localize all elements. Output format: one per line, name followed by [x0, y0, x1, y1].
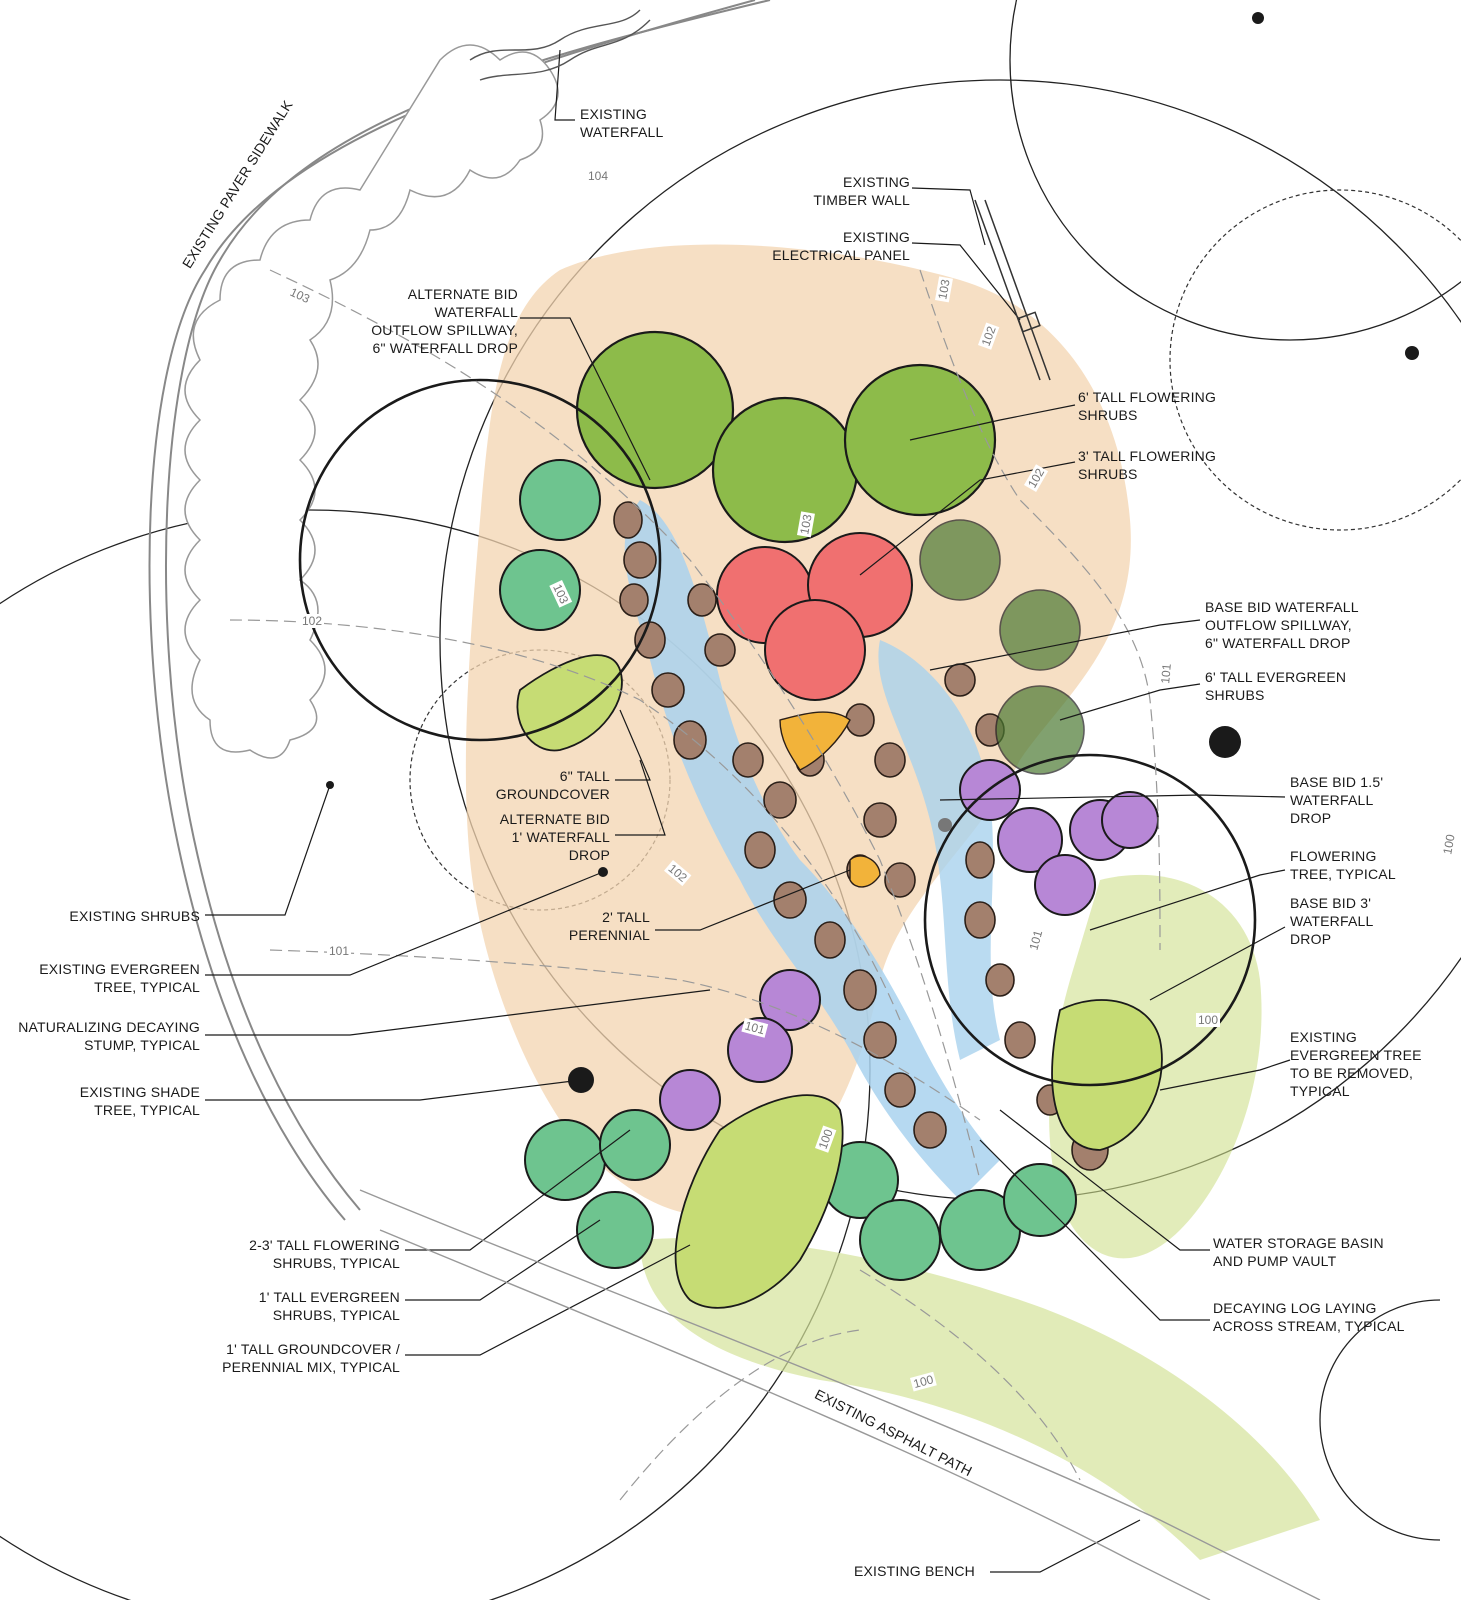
label-existing-electrical-panel: EXISTING ELECTRICAL PANEL: [772, 229, 910, 263]
label-base-bid-1-5-drop: BASE BID 1.5' WATERFALL DROP: [1290, 774, 1384, 826]
flowering-shrubs-3ft: [716, 532, 913, 701]
label-1ft-evergreen-shrubs: 1' TALL EVERGREEN SHRUBS, TYPICAL: [258, 1289, 400, 1323]
contour-label-100: 100: [1196, 1013, 1221, 1027]
label-alternate-bid-1-drop: ALTERNATE BID 1' WATERFALL DROP: [499, 811, 610, 863]
label-6in-groundcover: 6" TALL GROUNDCOVER: [495, 768, 610, 802]
label-existing-timber-wall: EXISTING TIMBER WALL: [813, 174, 910, 208]
groundcover-mix: [516, 654, 1163, 1309]
label-naturalizing-stump: NATURALIZING DECAYING STUMP, TYPICAL: [18, 1019, 200, 1053]
label-2ft-perennial: 2' TALL PERENNIAL: [568, 909, 650, 943]
spillway-accents: [779, 711, 881, 888]
contour-label-102: 102: [300, 614, 325, 628]
existing-shrubs-outline: [184, 44, 559, 759]
label-existing-waterfall: EXISTING WATERFALL: [580, 106, 664, 140]
stream-water: [624, 500, 1000, 1200]
label-existing-shrubs: EXISTING SHRUBS: [69, 908, 200, 924]
label-1ft-groundcover-mix: 1' TALL GROUNDCOVER / PERENNIAL MIX, TYP…: [222, 1341, 400, 1375]
evergreen-shrubs-6ft: [919, 519, 1085, 775]
existing-evergreen-trees: [298, 378, 1257, 1087]
leader-lines: [205, 49, 1291, 1573]
label-2-3ft-flowering: 2-3' TALL FLOWERING SHRUBS, TYPICAL: [249, 1237, 400, 1271]
lime-wash: [640, 1238, 1320, 1560]
contour-label-101: 101: [1158, 661, 1175, 687]
label-existing-shade-tree: EXISTING SHADE TREE, TYPICAL: [79, 1084, 200, 1118]
purple-shrubs: [659, 759, 1159, 1131]
label-decaying-log: DECAYING LOG LAYING ACROSS STREAM, TYPIC…: [1213, 1300, 1405, 1334]
evergreen-shrubs-1ft: [499, 459, 1077, 1281]
contour-lines: [229, 269, 1161, 1501]
label-existing-evergreen-tree: EXISTING EVERGREEN TREE, TYPICAL: [39, 961, 200, 995]
label-flowering-tree: FLOWERING TREE, TYPICAL: [1290, 848, 1396, 882]
label-3ft-flowering-shrubs: 3' TALL FLOWERING SHRUBS: [1078, 448, 1217, 482]
timber-wall: [974, 199, 1051, 381]
label-alternate-bid-spillway: ALTERNATE BID WATERFALL OUTFLOW SPILLWAY…: [371, 286, 518, 356]
flowering-shrubs-6ft: [575, 330, 997, 544]
label-existing-evergreen-removed: EXISTING EVERGREEN TREE TO BE REMOVED, T…: [1290, 1029, 1422, 1099]
contour-label-104: 104: [586, 169, 611, 183]
label-6ft-flowering-shrubs: 6' TALL FLOWERING SHRUBS: [1078, 389, 1217, 423]
label-base-bid-3-drop: BASE BID 3' WATERFALL DROP: [1290, 895, 1374, 947]
label-existing-bench: EXISTING BENCH: [853, 1563, 975, 1579]
label-water-storage-basin: WATER STORAGE BASIN AND PUMP VAULT: [1213, 1235, 1384, 1269]
contour-label-101: 101: [327, 944, 352, 958]
asphalt-path: [359, 1189, 1321, 1600]
label-base-bid-spillway: BASE BID WATERFALL OUTFLOW SPILLWAY, 6" …: [1205, 599, 1359, 651]
existing-waterfall-sketch: [469, 9, 651, 81]
label-6ft-evergreen-shrubs: 6' TALL EVERGREEN SHRUBS: [1205, 669, 1347, 703]
